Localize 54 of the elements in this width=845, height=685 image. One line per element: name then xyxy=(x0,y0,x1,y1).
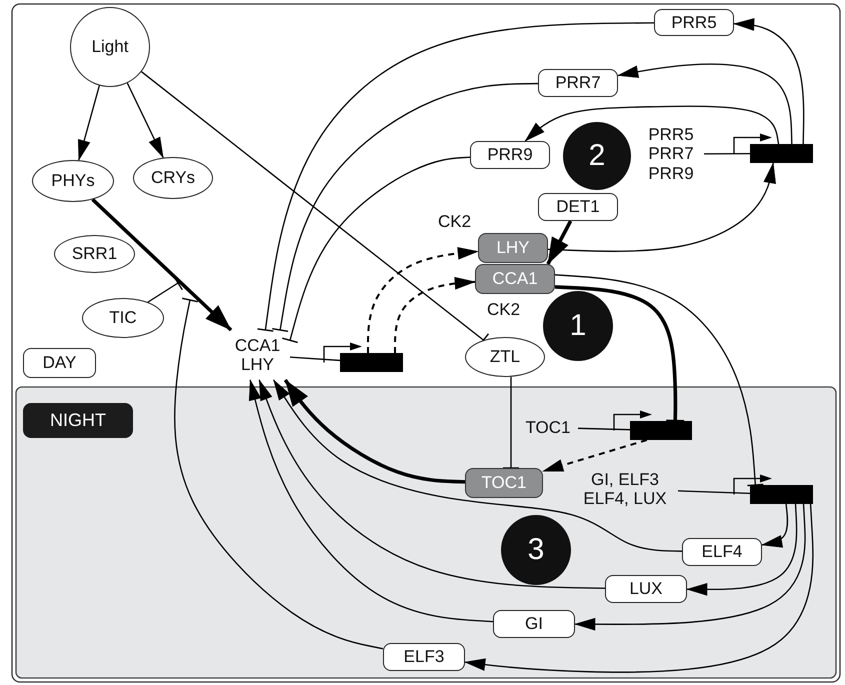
gene-bar xyxy=(630,421,692,440)
inhibition-line xyxy=(282,156,470,344)
inhibition-line xyxy=(502,376,520,469)
inhibition-line xyxy=(148,276,183,303)
protein-box: PRR9 xyxy=(470,141,550,169)
activation-arrow xyxy=(546,220,572,265)
protein-box: LUX xyxy=(605,575,687,603)
activation-arrow xyxy=(126,82,164,158)
activation-arrow xyxy=(258,380,606,589)
activation-arrow xyxy=(464,504,814,673)
activation-arrow xyxy=(78,85,100,160)
gene-label: TOC1 xyxy=(518,415,578,440)
protein-box: ELF4 xyxy=(682,538,762,566)
gene-bar xyxy=(750,144,813,163)
gene-label: PRR5 PRR7 PRR9 xyxy=(638,118,704,190)
inhibition-line xyxy=(554,285,686,422)
connector-line xyxy=(578,428,630,430)
inhibition-line xyxy=(174,298,384,650)
protein-box: LHY xyxy=(478,233,548,263)
protein-box: DET1 xyxy=(538,193,618,221)
protein-box: TOC1 xyxy=(465,468,543,498)
connector-line xyxy=(704,153,750,154)
activation-arrow xyxy=(284,378,466,484)
activation-arrow xyxy=(394,277,476,353)
activation-arrow xyxy=(618,63,792,144)
activation-arrow xyxy=(524,106,780,144)
connector-line xyxy=(678,490,750,494)
activation-arrow xyxy=(248,380,494,622)
gene-bar xyxy=(340,353,403,372)
kinase-label: CK2 xyxy=(438,212,472,232)
activation-arrow xyxy=(548,162,776,252)
activation-arrow xyxy=(367,247,478,353)
inhibition-line xyxy=(554,274,764,486)
activation-arrow xyxy=(686,504,798,596)
activation-arrow xyxy=(574,504,806,630)
protein-box: GI xyxy=(493,610,575,638)
phase-label: NIGHT xyxy=(23,403,133,438)
phase-label: DAY xyxy=(23,348,96,378)
kinase-label: CK2 xyxy=(487,300,520,320)
activation-arrow xyxy=(91,198,232,332)
gene-label: CCA1 LHY xyxy=(225,330,290,380)
inhibition-line xyxy=(272,82,538,332)
protein-box: PRR7 xyxy=(538,69,618,97)
activation-arrow xyxy=(734,18,804,144)
protein-box: PRR5 xyxy=(654,9,734,36)
inhibition-line xyxy=(256,22,654,332)
gene-bar xyxy=(750,485,813,504)
activation-arrow xyxy=(542,439,648,472)
connector-line xyxy=(290,356,340,362)
activation-arrow xyxy=(762,504,788,548)
protein-box: CCA1 xyxy=(475,264,555,294)
activation-arrow xyxy=(273,380,682,552)
gene-label: GI, ELF3 ELF4, LUX xyxy=(572,464,678,514)
protein-box: ELF3 xyxy=(383,643,465,671)
